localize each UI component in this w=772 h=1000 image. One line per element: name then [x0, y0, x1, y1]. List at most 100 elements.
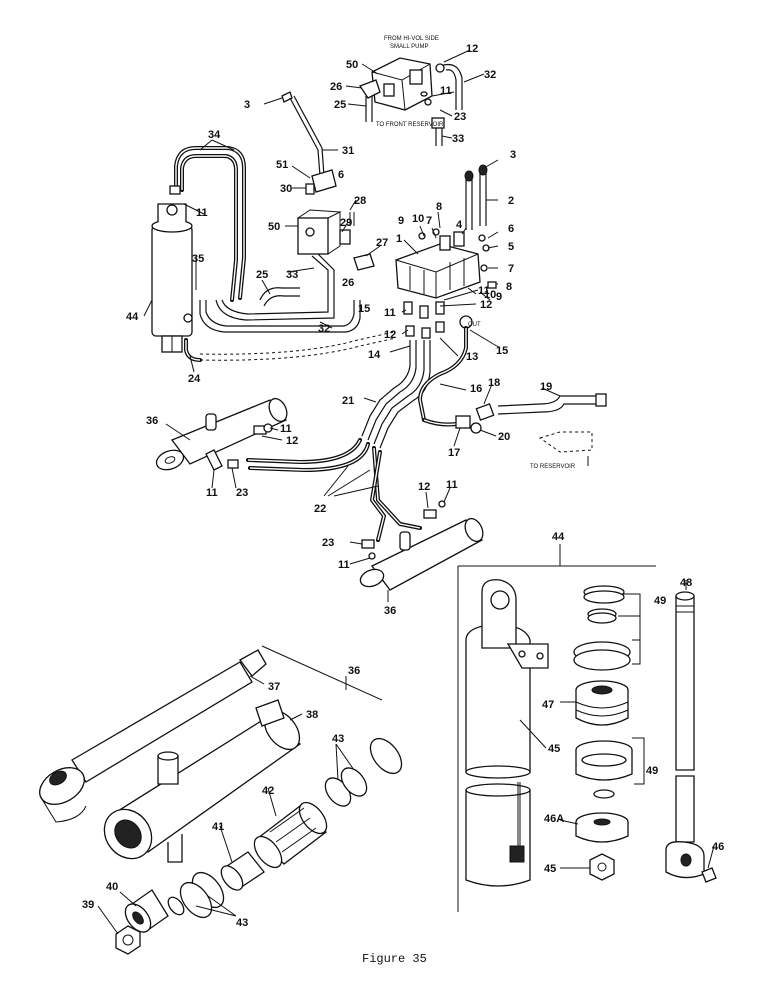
callout-11d: 11: [384, 307, 396, 319]
callout-32b: 32: [318, 323, 330, 335]
callout-36b: 36: [384, 605, 396, 617]
callout-19: 19: [540, 381, 552, 393]
callout-50b: 49: [646, 765, 658, 777]
callout-22: 22: [314, 503, 326, 515]
callout-1: 1: [396, 233, 402, 245]
callout-23b: 23: [236, 487, 248, 499]
callout-6: 6: [338, 169, 344, 181]
callout-46A: 46: [712, 841, 724, 853]
tubes-25-32-33: [199, 253, 361, 333]
callout-10b: 10: [484, 289, 496, 301]
callout-50: 49: [654, 595, 666, 607]
callout-42: 42: [262, 785, 274, 797]
callout-52: 51: [276, 159, 288, 171]
callout-33: 33: [452, 133, 464, 145]
callout-27: 27: [376, 237, 388, 249]
callout-51b: 50: [268, 221, 280, 233]
callout-15: 15: [358, 303, 370, 315]
callout-2: 2: [508, 195, 514, 207]
callout-14: 14: [368, 349, 381, 361]
callout-20: 20: [498, 431, 510, 443]
exploded-cylinder-44: [457, 544, 717, 912]
callout-11f: 11: [206, 487, 218, 499]
figure-caption: Figure 35: [362, 952, 427, 966]
hoses-center: [246, 326, 468, 542]
callout-3: 3: [244, 99, 250, 111]
callout-32: 32: [484, 69, 496, 81]
callout-11h: 11: [338, 559, 350, 571]
callout-47: 46A: [544, 813, 564, 825]
callout-6b: 6: [508, 223, 514, 235]
callout-26: 26: [330, 81, 342, 93]
callout-45: 45: [548, 743, 560, 755]
callout-21: 21: [342, 395, 354, 407]
callout-37: 37: [268, 681, 280, 693]
note-to-reservoir: TO RESERVOIR: [530, 464, 576, 470]
exploded-cylinder-36: [39, 645, 403, 955]
callout-38: 38: [306, 709, 318, 721]
callout-13: 13: [466, 351, 478, 363]
callout-7: 7: [426, 215, 432, 227]
callout-18: 18: [488, 377, 500, 389]
callout-36: 36: [146, 415, 158, 427]
callout-8b: 8: [506, 281, 512, 293]
callout-10: 10: [412, 213, 424, 225]
callout-12c: 12: [384, 329, 396, 341]
note-to-front-reservoir: TO FRONT RESERVOIR: [376, 122, 444, 128]
cylinder-44-upper: [143, 203, 205, 353]
callout-12e: 12: [418, 481, 430, 493]
callout-24: 24: [188, 373, 201, 385]
callout-41: 41: [212, 821, 224, 833]
control-lever: [263, 91, 338, 177]
reservoir-return-line: [453, 383, 607, 466]
callout-31: 31: [342, 145, 354, 157]
callout-7b: 7: [508, 263, 514, 275]
callout-29: 29: [340, 217, 352, 229]
callout-25b: 25: [256, 269, 268, 281]
callout-43b: 43: [236, 917, 248, 929]
note-out: OUT: [468, 322, 481, 328]
callout-33b: 33: [286, 269, 298, 281]
cylinder-36-upper: [155, 397, 288, 489]
callout-49: 48: [680, 577, 692, 589]
callout-5: 5: [508, 241, 514, 253]
note-from-hi-vol-side: FROM HI-VOL SIDE: [384, 36, 439, 42]
callout-26b: 26: [342, 277, 354, 289]
callout-11b: 11: [196, 207, 208, 219]
hoses-34: [169, 139, 246, 302]
callout-17: 17: [448, 447, 460, 459]
main-control-valve-bank: [395, 159, 501, 357]
callout-11e: 11: [280, 423, 292, 435]
callout-23: 23: [454, 111, 466, 123]
callout-35: 35: [192, 253, 204, 265]
note-small-pump: SMALL PUMP: [390, 44, 428, 50]
upper-valve-assembly: [345, 49, 485, 146]
callout-11: 11: [440, 85, 452, 97]
callout-44: 44: [126, 311, 139, 323]
callout-36c: 36: [348, 665, 360, 677]
callout-39: 39: [82, 899, 94, 911]
callout-46: 45: [544, 863, 556, 875]
center-valve-assembly: [285, 165, 381, 271]
callout-34: 34: [208, 129, 221, 141]
callout-51: 50: [346, 59, 358, 71]
callout-12d: 12: [286, 435, 298, 447]
callout-9: 9: [398, 215, 404, 227]
callout-48: 47: [542, 699, 554, 711]
callout-12b: 12: [480, 299, 492, 311]
callout-28: 28: [354, 195, 366, 207]
cylinder-36-lower: [349, 487, 484, 602]
callout-30: 30: [280, 183, 292, 195]
callout-labels: 12 50 32 26 11 25 3 23 33 34 31 3 51 6 3…: [82, 43, 724, 929]
callout-43: 43: [332, 733, 344, 745]
callout-44b: 44: [552, 531, 565, 543]
callout-4: 4: [456, 219, 463, 231]
callout-23c: 23: [322, 537, 334, 549]
callout-25: 25: [334, 99, 346, 111]
callout-16: 16: [470, 383, 482, 395]
text-notes: FROM HI-VOL SIDE SMALL PUMP TO FRONT RES…: [376, 36, 576, 470]
callout-11c: 11: [478, 285, 490, 297]
callout-15b: 15: [496, 345, 508, 357]
